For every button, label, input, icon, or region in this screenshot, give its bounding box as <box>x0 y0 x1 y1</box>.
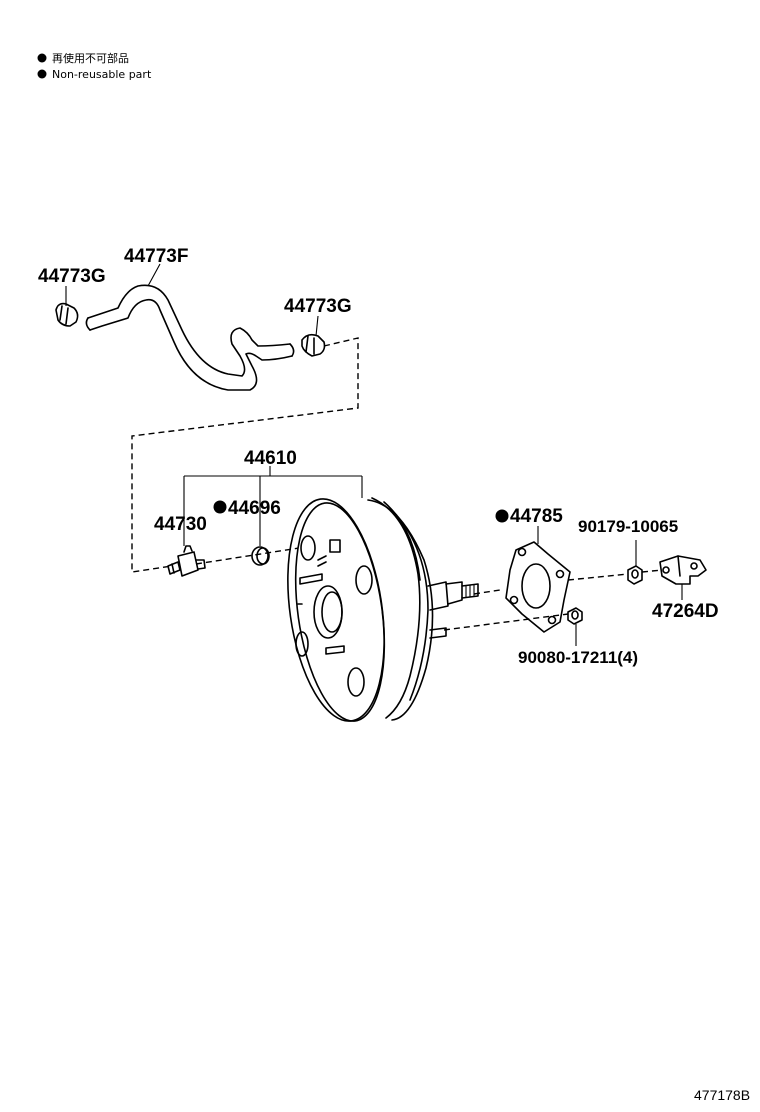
gasket <box>505 541 571 633</box>
check-valve <box>167 545 206 577</box>
assy-bracket <box>183 466 363 546</box>
non-reusable-marker-gasket <box>495 509 509 523</box>
non-reusable-marker-grommet <box>213 500 227 514</box>
label-check-valve: 44730 <box>154 514 207 535</box>
label-clamp-right: 44773G <box>284 296 352 317</box>
label-hex-nut: 90080-17211(4) <box>518 648 638 667</box>
legend-text-en: Non-reusable part <box>52 68 152 81</box>
hose-clamp-left <box>55 302 79 327</box>
label-bracket: 47264D <box>652 601 719 622</box>
vacuum-hose <box>85 284 295 391</box>
label-flange-nut: 90179-10065 <box>578 517 678 536</box>
label-gasket: 44785 <box>510 506 563 527</box>
grommet <box>251 546 270 566</box>
label-clamp-left: 44773G <box>38 266 106 287</box>
legend-text-jp: 再使用不可部品 <box>52 51 129 65</box>
figure-id: 477178B <box>694 1087 750 1103</box>
bracket <box>659 555 707 585</box>
push-rod <box>427 581 479 639</box>
label-grommet: 44696 <box>228 498 281 519</box>
label-booster-assy: 44610 <box>244 448 297 469</box>
flange-nut <box>627 565 643 585</box>
legend: 再使用不可部品 Non-reusable part <box>37 51 152 81</box>
label-hose: 44773F <box>124 246 188 267</box>
legend-bullet-en <box>37 69 47 79</box>
hex-nut <box>567 607 583 625</box>
legend-bullet-jp <box>37 53 47 63</box>
hose-clamp-right <box>301 333 326 357</box>
brake-booster <box>287 497 434 722</box>
